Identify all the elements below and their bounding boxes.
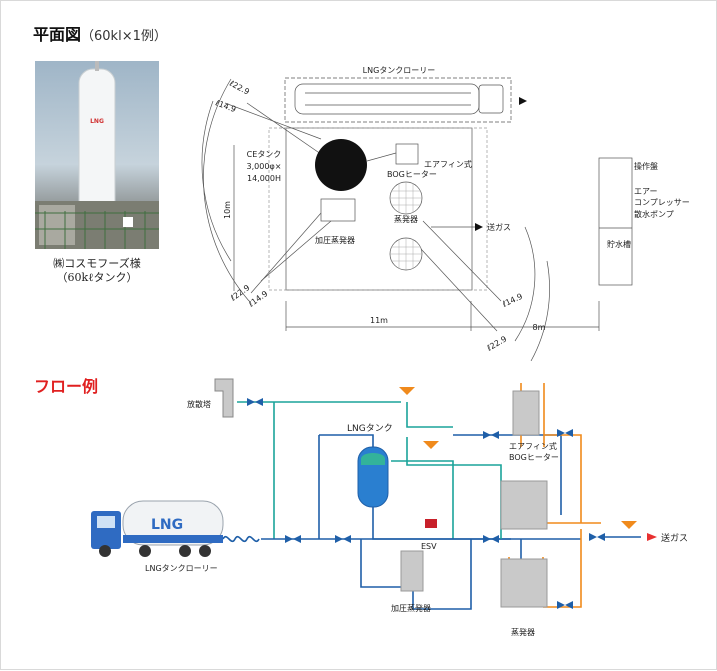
pipe-bog [406,437,502,539]
photo-sign [123,217,133,227]
flow-lorry: LNG [91,500,224,557]
plan-site [285,127,473,291]
plan-lorry-area [284,77,512,123]
plan-vaporizer-hatch [390,182,422,270]
title-subtitle: （60kl×1例） [81,29,167,44]
plan-dim-right-b: ℓ22.9 [485,334,509,353]
flow-lorry-logo: LNG [151,517,183,533]
plan-dim-bot-b: ℓ14.9 [246,289,269,309]
photo-tank-label: LNG [90,118,104,125]
lorry-wheel-2 [139,545,151,557]
flow-pressure-label: 加圧蒸発器 [391,603,431,613]
lorry-wheel-4 [199,545,211,557]
plan-pump-label: 散水ポンプ [634,209,674,219]
flow-lorry-tank [122,500,224,546]
plan-lines [201,77,633,361]
flow-bog-label-1: エアフィン式 [509,441,557,451]
photo-caption-2: （60kℓタンク） [56,271,138,284]
plan-lorry-label: LNGタンクローリー [363,66,436,75]
flow-pipes [222,383,641,610]
plan-drawing: LNGタンクローリー CEタンク 3,000φ× 14,000H エアフィン式 … [201,66,690,361]
plan-lorry-arrow [519,97,527,105]
pipe-pressure [360,539,522,607]
pipe-flex-hose [222,535,260,543]
pipe-vent [237,401,453,428]
plan-arc-right-outer [530,260,550,361]
flow-lorry-window [97,516,115,528]
plan-equipment-panel [598,157,633,286]
plan-arc-left-inner [201,100,232,262]
plan-bog-label-2: BOGヒーター [387,170,437,179]
pipe-tank-out [372,503,511,540]
flow-diagram: 放散塔 LNGタンク エアフィン式 BOGヒーター 加圧蒸発器 蒸発器 ESV [91,378,688,637]
flow-relief-valve-3 [621,521,637,529]
plan-bog-heater [395,143,419,165]
flow-send-arrow [647,533,657,541]
flow-esv [425,519,437,528]
pipe-orange-out [543,434,601,608]
flow-vaporizer-2 [500,558,548,608]
flow-valves [247,398,605,609]
flow-esv-label: ESV [421,542,437,551]
vent-stack [214,378,234,418]
plan-dim-top-a: ℓ22.9 [227,78,251,96]
flow-lorry-label: LNGタンクローリー [145,564,218,573]
vent-stack-label: 放散塔 [187,399,211,409]
plan-compressor-label-2: コンプレッサー [634,198,690,207]
plan-ce-label-2: 3,000φ× [247,162,282,171]
lorry-wheel-1 [99,545,111,557]
plan-ce-label-1: CEタンク [247,150,282,159]
plan-ce-tank [315,139,367,191]
pipe-pressure-ret [412,539,472,610]
plan-send-label: 送ガス [487,222,511,232]
plan-lorry-tank [294,83,480,115]
flow-lorry-stripe [123,535,223,543]
page-title: 平面図（60kl×1例） [33,21,167,45]
flow-heater-blocks [400,390,548,608]
pipe-teal-right [391,460,454,539]
plan-lorry-cab [478,84,504,114]
plan-vaporizer-label: 蒸発器 [394,214,418,224]
flow-tank-label: LNGタンク [347,423,393,434]
tank-photo-drawing: LNG [35,61,159,249]
plan-water-label: 貯水槽 [607,239,631,249]
flow-vaporizer-label: 蒸発器 [511,627,535,637]
flow-vaporizer-1 [500,480,548,530]
plan-arc-right-inner [514,226,536,342]
plan-site-dashed [268,127,488,291]
plan-dim-height: 10m [223,201,232,219]
plan-dim-right-width: 8m [533,323,546,332]
plan-bog-label-1: エアフィン式 [424,159,472,169]
plan-dim-width: 11m [370,316,388,325]
plan-control-label: 操作盤 [634,161,658,171]
plan-arc-left-outer [203,78,250,302]
plan-send-arrow [475,223,483,231]
flow-bog-heater [512,390,540,436]
plan-compressor-label-1: エアー [634,187,658,196]
flow-title: フロー例 [34,377,99,396]
flow-relief-valve-1 [399,387,415,395]
photo-tank-vent [95,61,99,71]
plan-pressure-vaporizer [320,198,356,222]
lorry-wheel-3 [179,545,191,557]
flow-send-label: 送ガス [661,532,688,544]
plan-pressure-label: 加圧蒸発器 [315,235,355,245]
flow-tank-gas [361,453,385,465]
plan-dim-right-a: ℓ14.9 [500,292,524,310]
tank-photo: LNG [35,61,159,249]
flow-bog-label-2: BOGヒーター [509,453,559,462]
photo-fence [35,211,159,249]
plan-dim-top-b: ℓ14.9 [213,98,237,114]
flow-relief-valve-2 [423,441,439,449]
flow-pressure-vaporizer [400,550,424,592]
plan-ce-label-3: 14,000H [247,174,281,183]
title-text: 平面図 [33,25,82,44]
photo-caption-1: ㈱コスモフーズ様 [53,257,141,270]
